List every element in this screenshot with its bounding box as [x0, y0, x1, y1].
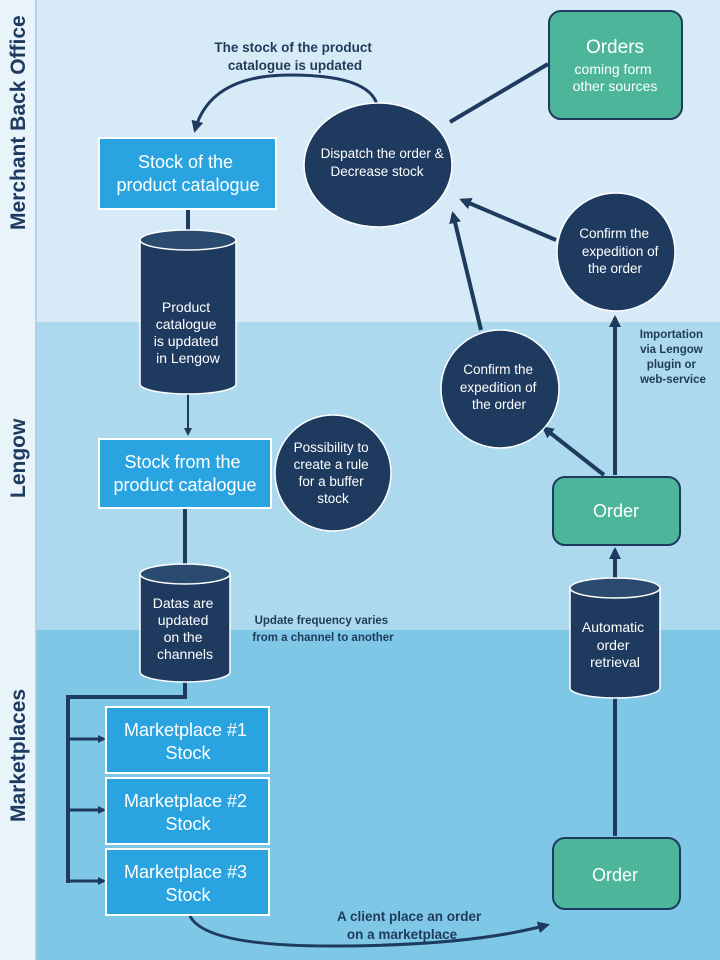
confirm-upper-circle [556, 192, 676, 312]
confirm-lower-circle [440, 329, 560, 449]
buffer-rule-line-1: Possibility to [294, 440, 369, 455]
dispatch-ellipse [303, 102, 453, 228]
lane-label-column [0, 0, 36, 960]
importation-line-3: plugin or [647, 359, 697, 371]
marketplace-1-box [105, 706, 270, 774]
confirm-lower-line-2: expedition of [460, 380, 537, 395]
stock-catalogue-line-2: product catalogue [116, 175, 259, 195]
auto-retrieval-line-3: retrieval [590, 654, 640, 670]
client-order-line-1: A client place an order [337, 909, 482, 924]
importation-line-1: Importation [640, 329, 703, 341]
confirm-upper-line-2: expedition of [582, 244, 659, 259]
stock-updated-note: The stock of the product catalogue is up… [214, 40, 375, 73]
arrow-confirm-upper-to-dispatch [459, 198, 557, 242]
product-updated-line-4: in Lengow [156, 350, 221, 366]
arrow-confirm-lower-to-dispatch [449, 211, 483, 331]
update-frequency-note: Update frequency varies from a channel t… [252, 615, 394, 644]
client-order-note: A client place an order on a marketplace [337, 909, 485, 942]
datas-line-1: Datas are [153, 595, 214, 611]
stock-from-line-2: product catalogue [113, 475, 256, 495]
stock-catalogue-line-1: Stock of the [138, 152, 233, 172]
marketplace-1-line-2: Stock [165, 743, 211, 763]
marketplace-2-line-2: Stock [165, 814, 211, 834]
auto-retrieval-cylinder [569, 577, 661, 699]
confirm-upper-line-1: Confirm the [579, 226, 649, 241]
order-marketplace-label: Order [592, 865, 638, 885]
buffer-rule-circle [274, 414, 392, 532]
stock-catalogue-label: Stock of the product catalogue [116, 152, 259, 195]
orders-other-sub: coming form other sources [573, 61, 658, 94]
arrow-dispatch-to-stock [191, 73, 380, 133]
confirm-upper-label: Confirm the expedition of the order [579, 226, 662, 276]
arrow-marketplace-to-order [188, 915, 550, 948]
marketplace-1-line-1: Marketplace #1 [124, 720, 247, 740]
marketplace-3-box [105, 848, 270, 916]
marketplace-1-label: Marketplace #1 Stock [124, 720, 252, 763]
stock-updated-line-1: The stock of the product [214, 40, 372, 55]
product-updated-line-3: is updated [154, 333, 219, 349]
product-updated-line-2: catalogue [156, 316, 217, 332]
confirm-lower-label: Confirm the expedition of the order [460, 362, 540, 412]
marketplace-2-line-1: Marketplace #2 [124, 791, 247, 811]
orders-other-sub-1: coming form [575, 61, 652, 77]
buffer-rule-line-3: for a buffer [299, 474, 365, 489]
dispatch-line-2: Decrease stock [330, 164, 423, 179]
lane-label-merchant: Merchant Back Office [7, 15, 30, 230]
product-updated-cylinder [139, 229, 237, 395]
marketplace-3-label: Marketplace #3 Stock [124, 862, 252, 905]
importation-note: Importation via Lengow plugin or web-ser… [639, 329, 706, 386]
orders-other-box [548, 10, 683, 120]
marketplace-2-box [105, 777, 270, 845]
order-marketplace-box [552, 837, 681, 910]
buffer-rule-line-2: create a rule [294, 457, 369, 472]
order-lengow-box [552, 476, 681, 546]
marketplace-3-line-2: Stock [165, 885, 211, 905]
importation-line-4: web-service [639, 374, 706, 386]
stock-updated-line-2: catalogue is updated [228, 58, 362, 73]
lane-label-lengow: Lengow [7, 418, 30, 498]
orders-other-title: Orders [586, 37, 644, 58]
importation-line-2: via Lengow [640, 344, 703, 356]
datas-line-2: updated [158, 612, 209, 628]
datas-updated-label: Datas are updated on the channels [153, 595, 218, 662]
confirm-lower-line-3: the order [472, 397, 527, 412]
order-lengow-label: Order [593, 501, 639, 521]
auto-retrieval-line-2: order [597, 637, 630, 653]
auto-retrieval-label: Automatic order retrieval [582, 619, 648, 670]
arrow-order-to-confirm-lower [541, 426, 606, 477]
buffer-rule-label: Possibility to create a rule for a buffe… [294, 440, 373, 506]
client-order-line-2: on a marketplace [347, 927, 458, 942]
update-frequency-line-2: from a channel to another [252, 632, 394, 644]
stock-from-line-1: Stock from the [124, 452, 240, 472]
auto-retrieval-line-1: Automatic [582, 619, 644, 635]
orders-other-sub-2: other sources [573, 78, 658, 94]
product-updated-line-1: Product [162, 299, 210, 315]
update-frequency-line-1: Update frequency varies [255, 615, 389, 627]
product-updated-label: Product catalogue is updated in Lengow [154, 299, 223, 366]
buffer-rule-line-4: stock [317, 491, 349, 506]
marketplace-2-label: Marketplace #2 Stock [124, 791, 252, 834]
stock-from-catalogue-label: Stock from the product catalogue [113, 452, 256, 495]
dispatch-line-1: Dispatch the order & [321, 146, 444, 161]
stock-from-catalogue-box [98, 438, 272, 509]
connector-orders-to-dispatch [448, 62, 550, 124]
datas-updated-cylinder [139, 563, 231, 683]
dispatch-label: Dispatch the order & Decrease stock [321, 146, 448, 179]
marketplace-3-line-1: Marketplace #3 [124, 862, 247, 882]
connector-datas-to-bracket [66, 680, 187, 883]
lane-label-marketplaces: Marketplaces [7, 689, 30, 822]
datas-line-4: channels [157, 646, 213, 662]
confirm-lower-line-1: Confirm the [463, 362, 533, 377]
stock-catalogue-box [98, 137, 277, 210]
confirm-upper-line-3: the order [588, 261, 643, 276]
datas-line-3: on the [164, 629, 203, 645]
